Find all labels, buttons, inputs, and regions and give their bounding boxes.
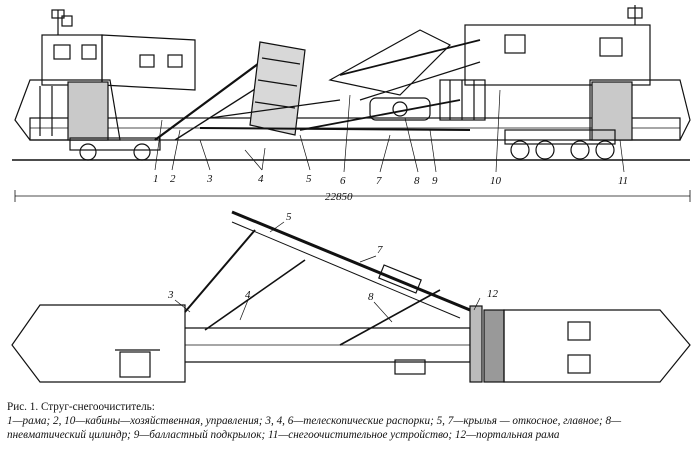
plan-left-end <box>11 304 186 383</box>
side-label-1: 1 <box>153 173 159 185</box>
dimension-line <box>14 190 691 202</box>
side-label-7: 7 <box>376 175 382 187</box>
side-label-8: 8 <box>414 175 420 187</box>
plan-right-end <box>503 309 691 383</box>
side-leader-lines <box>154 89 625 173</box>
plan-leader-lines <box>174 221 481 323</box>
side-label-9: 9 <box>432 175 438 187</box>
side-label-2: 2 <box>170 173 176 185</box>
plan-label-3: 3 <box>167 289 174 301</box>
plan-view <box>11 210 691 383</box>
caption-legend: 1—рама; 2, 10—кабины—хозяйственная, упра… <box>7 415 622 441</box>
plan-label-7: 7 <box>377 244 383 256</box>
side-view <box>12 5 691 202</box>
right-bogie <box>504 129 616 160</box>
side-label-10: 10 <box>490 175 502 187</box>
side-label-3: 3 <box>206 173 213 185</box>
figure-caption: Рис. 1. Струг-снегоочиститель: 1—рама; 2… <box>7 400 695 442</box>
plan-label-5: 5 <box>286 211 292 223</box>
portal-frame <box>469 305 483 383</box>
left-cabin <box>41 9 196 91</box>
left-plough <box>14 79 121 141</box>
side-label-6: 6 <box>340 175 346 187</box>
plan-label-4: 4 <box>245 289 251 301</box>
side-label-5: 5 <box>306 173 312 185</box>
dimension-label: 22850 <box>325 191 353 203</box>
side-label-11: 11 <box>618 175 628 187</box>
plan-label-12: 12 <box>487 288 499 300</box>
plan-label-8: 8 <box>368 291 374 303</box>
caption-title: Рис. 1. Струг-снегоочиститель: <box>7 401 155 413</box>
right-plough <box>589 79 691 141</box>
left-bogie <box>69 137 161 161</box>
wing-assembly <box>154 29 481 141</box>
plan-cylinder <box>394 359 426 375</box>
snow-plough-drawing: 1 2 3 4 5 6 7 8 9 10 11 22850 3 4 5 7 8 … <box>11 5 691 383</box>
right-cabin <box>439 5 651 121</box>
side-label-4: 4 <box>258 173 264 185</box>
plan-main-wing <box>231 210 471 312</box>
main-frame <box>29 117 681 141</box>
